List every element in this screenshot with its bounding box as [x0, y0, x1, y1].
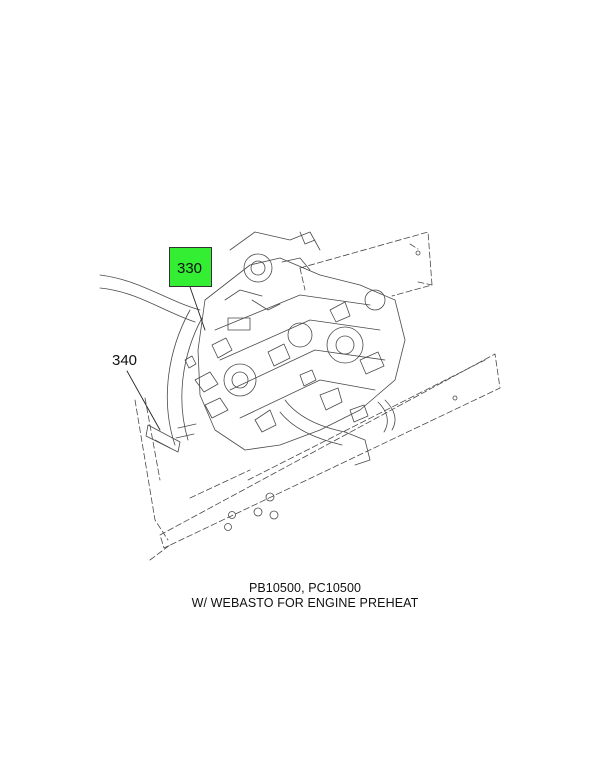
callout-330: 330 [169, 247, 212, 287]
hose-connector-left [145, 424, 181, 453]
callout-330-label: 330 [177, 260, 203, 277]
frame-bolts [224, 250, 458, 531]
callout-340: 340 [112, 353, 137, 368]
coolant-hose-right [279, 399, 396, 466]
pipe-assembly [224, 231, 321, 331]
frame-rail-left [134, 397, 171, 561]
frame-rail-lower [159, 353, 501, 549]
coolant-hose-vertical [166, 309, 203, 446]
frame-rail-upper [299, 231, 433, 297]
turbocharger [223, 253, 386, 397]
caption-models: PB10500, PC10500 [248, 581, 362, 595]
callout-340-label: 340 [112, 352, 138, 369]
engine-detail-parts [184, 301, 385, 433]
leader-lines [126, 286, 206, 431]
caption-description: W/ WEBASTO FOR ENGINE PREHEAT [191, 596, 419, 610]
coolant-hose-left [99, 274, 201, 323]
